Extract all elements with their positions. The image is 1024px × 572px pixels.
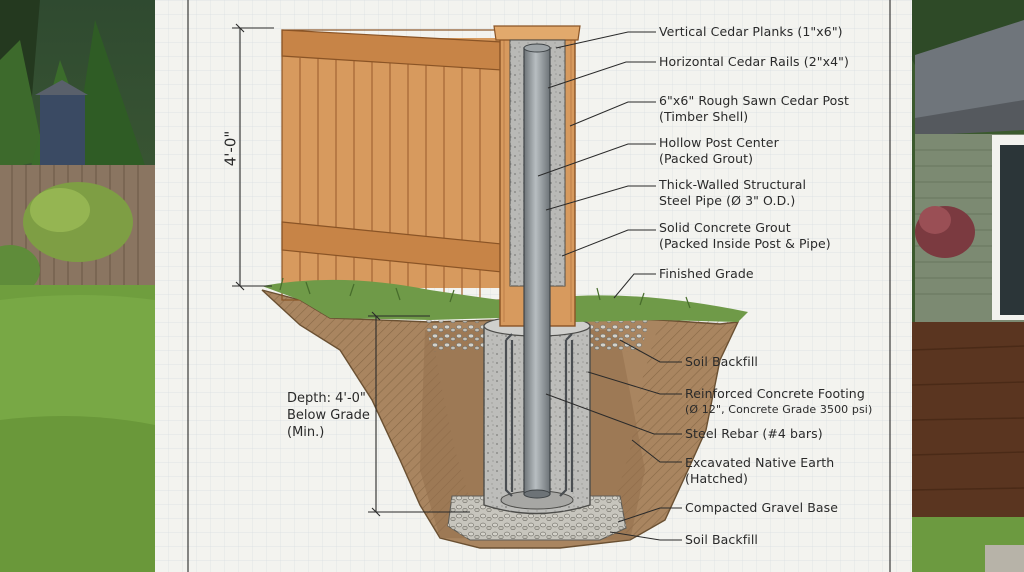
depth-dimension-line xyxy=(368,311,470,517)
structural-steel-pipe xyxy=(523,43,551,499)
callout-line: (Packed Grout) xyxy=(659,151,754,166)
soil-backfill-top xyxy=(425,320,650,352)
house-photo-right xyxy=(911,0,1024,572)
cedar-fence-panel xyxy=(281,29,503,301)
callout-vertical-cedar-planks: Vertical Cedar Planks (1"x6") xyxy=(659,24,843,40)
callout-line: Excavated Native Earth xyxy=(685,455,835,470)
height-dimension-line xyxy=(232,23,274,291)
callout-steel-rebar: Steel Rebar (#4 bars) xyxy=(685,426,823,442)
callout-soil-backfill-lower: Soil Backfill xyxy=(685,532,758,548)
callout-line: Steel Pipe (Ø 3" O.D.) xyxy=(659,193,796,208)
callout-line: Finished Grade xyxy=(659,266,754,281)
callout-compacted-gravel-base: Compacted Gravel Base xyxy=(685,500,838,516)
callout-solid-concrete-grout: Solid Concrete Grout (Packed Inside Post… xyxy=(659,220,831,252)
callout-finished-grade: Finished Grade xyxy=(659,266,754,282)
callout-line: (Packed Inside Post & Pipe) xyxy=(659,236,831,251)
callout-rough-sawn-cedar-post: 6"x6" Rough Sawn Cedar Post (Timber Shel… xyxy=(659,93,849,125)
depth-dimension-line2: Below Grade xyxy=(287,408,370,423)
callout-line: Reinforced Concrete Footing xyxy=(685,386,865,401)
callout-line: Thick-Walled Structural xyxy=(659,177,807,192)
depth-dimension-line1: Depth: 4'-0" xyxy=(287,391,366,406)
depth-dimension-line3: (Min.) xyxy=(287,425,325,440)
callout-line: 6"x6" Rough Sawn Cedar Post xyxy=(659,93,849,108)
callout-line: (Ø 12", Concrete Grade 3500 psi) xyxy=(685,403,873,416)
callout-leader-lines xyxy=(537,31,682,541)
callout-horizontal-cedar-rails: Horizontal Cedar Rails (2"x4") xyxy=(659,54,849,70)
callout-excavated-native-earth: Excavated Native Earth (Hatched) xyxy=(685,455,834,487)
height-dimension-label: 4'-0" xyxy=(221,130,240,167)
callout-reinforced-concrete-footing: Reinforced Concrete Footing (Ø 12", Conc… xyxy=(685,386,872,418)
callout-line: Soil Backfill xyxy=(685,354,758,369)
callout-line: Vertical Cedar Planks (1"x6") xyxy=(659,24,843,39)
callout-line: (Timber Shell) xyxy=(659,109,749,124)
finished-grade-grass xyxy=(262,277,748,322)
callout-hollow-post-center: Hollow Post Center (Packed Grout) xyxy=(659,135,779,167)
steel-rebar xyxy=(504,333,574,497)
backyard-photo-left xyxy=(0,0,155,572)
callout-line: Steel Rebar (#4 bars) xyxy=(685,426,823,441)
callout-structural-steel-pipe: Thick-Walled Structural Steel Pipe (Ø 3"… xyxy=(659,177,806,209)
callout-line: Horizontal Cedar Rails (2"x4") xyxy=(659,54,849,69)
callout-line: Compacted Gravel Base xyxy=(685,500,839,515)
depth-dimension-label: Depth: 4'-0" Below Grade (Min.) xyxy=(287,390,370,441)
callout-line: Soil Backfill xyxy=(685,532,758,547)
callout-line: Solid Concrete Grout xyxy=(659,220,791,235)
callout-line: Hollow Post Center xyxy=(659,135,779,150)
callout-soil-backfill-upper: Soil Backfill xyxy=(685,354,758,370)
callout-line: (Hatched) xyxy=(685,471,749,486)
